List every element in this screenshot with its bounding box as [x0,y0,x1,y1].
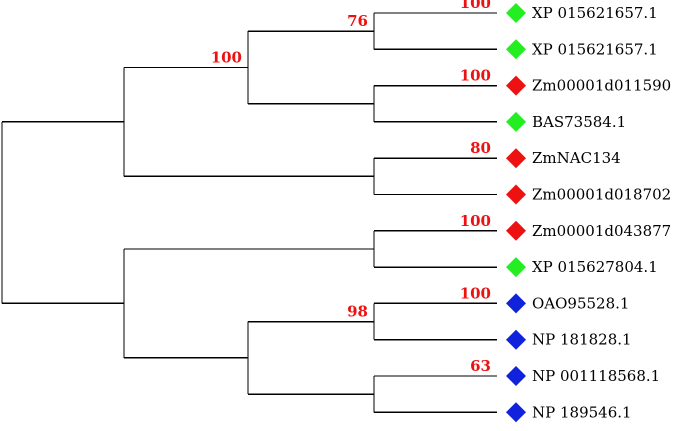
bootstrap-c6: 100 [460,212,491,230]
bootstrap-c3: 76 [347,12,368,30]
red-diamond-icon [506,148,526,169]
bootstrap-c9: 98 [347,303,368,321]
leaf-l11: NP 001118568.1 [506,366,660,386]
bootstrap-c8: 63 [470,357,491,375]
leaf-label: XP 015621657.1 [532,40,658,58]
blue-diamond-icon [506,366,526,386]
green-diamond-icon [506,111,526,132]
leaf-l3: Zm00001d011590 [506,75,671,96]
leaf-label: NP 189546.1 [532,403,632,421]
leaf-l9: OAO95528.1 [506,293,629,314]
leaf-label: NP 001118568.1 [532,367,660,385]
leaf-label: XP 015627804.1 [532,258,658,276]
green-diamond-icon [506,257,526,278]
tree-branches [1,12,497,413]
leaf-l5: ZmNAC134 [506,148,621,169]
bootstrap-c7: 100 [460,284,491,302]
leaf-l8: XP 015627804.1 [506,257,658,278]
leaf-label: NP 181828.1 [532,331,632,349]
leaf-l6: Zm00001d018702 [506,184,671,205]
leaf-label: BAS73584.1 [532,113,626,131]
leaf-label: ZmNAC134 [532,149,621,167]
tree-leaves: XP 015621657.1 XP 015621657.1Zm00001d0115… [506,3,671,423]
blue-diamond-icon [506,293,526,314]
leaf-l4: BAS73584.1 [506,111,626,132]
green-diamond-icon [506,39,526,60]
leaf-label: Zm00001d043877 [532,222,671,240]
leaf-l12: NP 189546.1 [506,402,632,423]
bootstrap-c1: 100 [460,0,491,12]
leaf-l2: XP 015621657.1 [506,39,658,60]
red-diamond-icon [506,220,526,241]
bootstrap-c2: 100 [460,67,491,85]
bootstrap-values: 100 100 76 80 100 100 100 63 98 [211,0,491,375]
leaf-label: Zm00001d011590 [532,77,671,95]
red-diamond-icon [506,75,526,96]
leaf-l1: XP 015621657.1 [506,3,658,23]
leaf-label: Zm00001d018702 [532,186,671,204]
red-diamond-icon [506,184,526,205]
bootstrap-c4: 80 [470,139,491,157]
leaf-l10: NP 181828.1 [506,329,632,350]
leaf-l7: Zm00001d043877 [506,220,671,241]
blue-diamond-icon [506,329,526,350]
blue-diamond-icon [506,402,526,423]
bootstrap-c5: 100 [211,48,242,66]
green-diamond-icon [506,3,526,23]
leaf-label: XP 015621657.1 [532,4,658,22]
leaf-label: OAO95528.1 [532,294,629,312]
